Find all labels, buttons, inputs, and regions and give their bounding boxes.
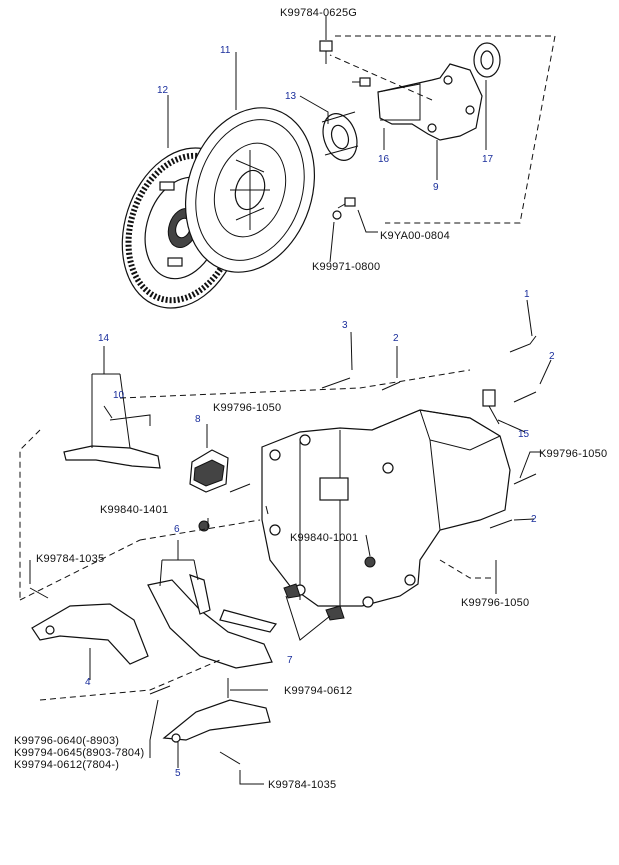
top-bolts bbox=[319, 40, 371, 220]
label-k99840-1001: K99840-1001 bbox=[290, 532, 358, 544]
label-k99971-0800: K99971-0800 bbox=[312, 261, 380, 273]
ref-13: 13 bbox=[285, 91, 297, 102]
ref-1: 1 bbox=[524, 289, 530, 300]
ref-9: 9 bbox=[433, 182, 439, 193]
support-bracket-lower bbox=[162, 699, 271, 743]
ref-2-lower: 2 bbox=[531, 514, 537, 525]
bottom-bolts bbox=[29, 335, 537, 765]
switch-sensor bbox=[482, 389, 500, 425]
ref-2-right: 2 bbox=[549, 351, 555, 362]
front-cover bbox=[377, 63, 483, 141]
transmission-case bbox=[261, 409, 511, 608]
ref-12: 12 bbox=[157, 85, 169, 96]
label-k99796-0640: K99796-0640(-8903) bbox=[14, 735, 119, 747]
clutch-housing-cover bbox=[147, 574, 278, 669]
ref-4: 4 bbox=[85, 677, 91, 688]
release-fork bbox=[63, 405, 161, 469]
ref-14: 14 bbox=[98, 333, 110, 344]
ref-7: 7 bbox=[287, 655, 293, 666]
ref-5: 5 bbox=[175, 768, 181, 779]
support-bracket-upper bbox=[31, 603, 149, 665]
ref-8: 8 bbox=[195, 414, 201, 425]
label-k99784-1035-lower: K99784-1035 bbox=[268, 779, 336, 791]
label-k99784-1035-upper: K99784-1035 bbox=[36, 553, 104, 565]
label-k9ya00-0804: K9YA00-0804 bbox=[380, 230, 450, 242]
pressure-plate bbox=[184, 107, 316, 273]
ref-15: 15 bbox=[518, 429, 530, 440]
ref-16: 16 bbox=[378, 154, 390, 165]
ref-10: 10 bbox=[113, 390, 125, 401]
ref-17: 17 bbox=[482, 154, 494, 165]
ref-2-top: 2 bbox=[393, 333, 399, 344]
ref-3: 3 bbox=[342, 320, 348, 331]
ref-6: 6 bbox=[174, 524, 180, 535]
oil-seal bbox=[473, 42, 501, 78]
label-k99784-0625g: K99784-0625G bbox=[280, 7, 357, 19]
label-k99796-1050-bottom: K99796-1050 bbox=[461, 597, 529, 609]
label-k99796-1050-right: K99796-1050 bbox=[539, 448, 607, 460]
dust-boots bbox=[283, 583, 345, 621]
label-k99840-1401: K99840-1401 bbox=[100, 504, 168, 516]
release-bearing bbox=[321, 111, 359, 161]
ref-11: 11 bbox=[220, 45, 231, 56]
label-k99794-0645: K99794-0645(8903-7804) bbox=[14, 747, 144, 759]
label-k99794-0612: K99794-0612 bbox=[284, 685, 352, 697]
label-k99796-1050-mount: K99796-1050 bbox=[213, 402, 281, 414]
label-k99794-0612-range: K99794-0612(7804-) bbox=[14, 759, 119, 771]
mount-insulator bbox=[189, 449, 229, 493]
